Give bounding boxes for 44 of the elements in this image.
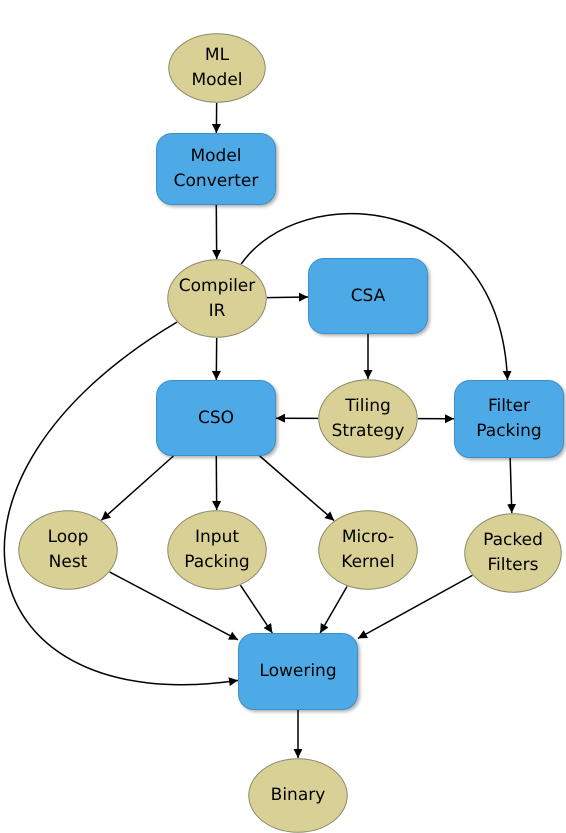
arrow	[4, 322, 238, 686]
process-box	[454, 380, 564, 458]
arrow	[294, 710, 302, 758]
arrow	[212, 103, 221, 133]
arrow	[320, 586, 348, 634]
arrow	[109, 571, 238, 640]
arrow	[266, 292, 308, 302]
process-box	[156, 133, 276, 205]
node-label: Micro-Kernel	[340, 526, 396, 574]
node-label: Filter Packing	[475, 395, 543, 443]
arrow	[100, 455, 174, 521]
arrow	[276, 414, 318, 423]
node-label: Binary	[270, 784, 326, 807]
node-label: CSO	[198, 406, 234, 430]
ellipse-node	[167, 510, 267, 590]
node-label: Lowering	[259, 660, 337, 683]
arrow	[418, 414, 454, 424]
arrow	[212, 456, 222, 510]
ellipse-node	[318, 510, 418, 590]
ellipse-node	[168, 33, 266, 103]
process-box	[238, 633, 358, 710]
node-label: Packed Filters	[482, 529, 544, 577]
ellipse-node	[248, 758, 348, 833]
arrow	[212, 205, 222, 259]
node-label: Model Converter	[172, 145, 260, 193]
ellipse-node	[18, 510, 118, 590]
arrow	[240, 213, 511, 380]
node-label: Tiling Strategy	[330, 394, 406, 442]
arrow	[212, 338, 221, 380]
node-label: Compiler IR	[178, 274, 256, 322]
node-label: Loop Nest	[46, 526, 90, 574]
arrow	[358, 574, 473, 640]
process-box	[308, 258, 428, 334]
arrow	[259, 455, 335, 522]
arrow	[364, 334, 372, 379]
node-label: Input Packing	[183, 526, 251, 574]
process-box	[156, 380, 276, 456]
ellipse-node	[167, 259, 267, 338]
arrow	[240, 584, 273, 634]
node-label: ML Model	[190, 44, 244, 92]
node-label: CSA	[350, 284, 386, 308]
arrow	[507, 458, 516, 514]
ellipse-node	[464, 513, 562, 593]
ellipse-node	[318, 379, 418, 458]
